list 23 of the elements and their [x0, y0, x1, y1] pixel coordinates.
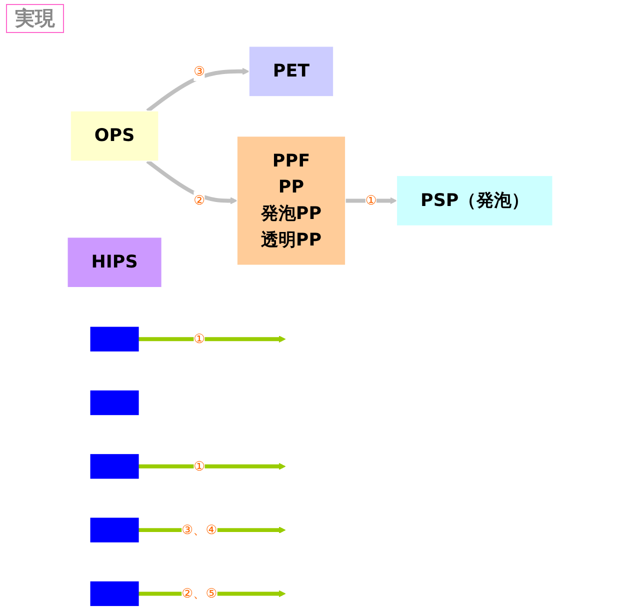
node-bar [90, 326, 139, 352]
node-box: PSP（発泡） [396, 175, 554, 226]
arrow [345, 197, 397, 204]
node-bar [90, 581, 139, 606]
edge-label: ③ [194, 63, 206, 79]
arrow [138, 462, 286, 470]
edge-label: ③、④ [182, 522, 218, 538]
edge-label: ① [194, 331, 206, 346]
edge-label: ① [194, 458, 206, 474]
node-box: OPS [70, 110, 159, 162]
node-bar [90, 390, 139, 416]
edge-label: ②、⑤ [182, 586, 218, 601]
node-bar [90, 518, 139, 542]
note-text: 実現 [6, 4, 64, 33]
node-box: PET [248, 46, 334, 97]
arrow [146, 68, 250, 113]
arrow [138, 336, 286, 343]
edge-label: ② [194, 192, 206, 208]
arrow [146, 160, 238, 204]
node-box: HIPS [66, 236, 162, 288]
edge-label: ① [365, 192, 377, 208]
node-box: PPF PP 発泡PP 透明PP [236, 136, 346, 266]
node-bar [90, 454, 139, 479]
